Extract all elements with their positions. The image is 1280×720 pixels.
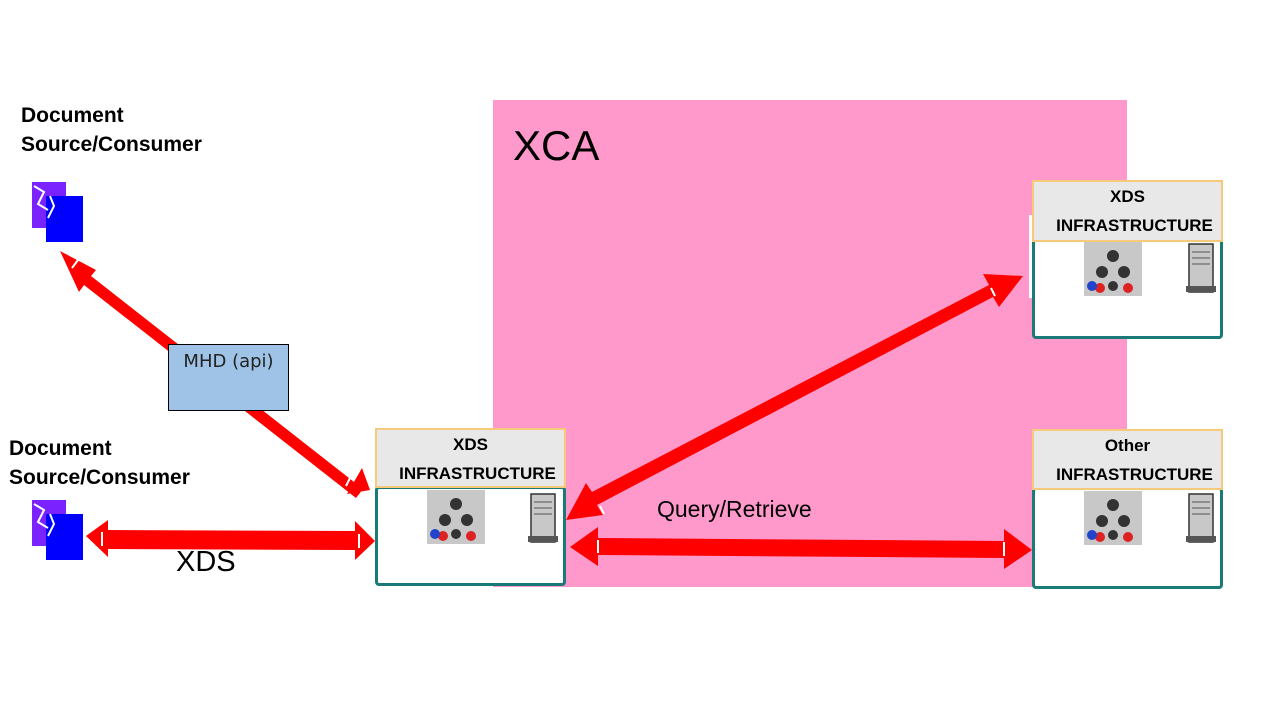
query-retrieve-label: Query/Retrieve [657,496,812,522]
xds-edge-label: XDS [176,546,236,578]
network-cluster-icon [1084,242,1142,296]
server-tower-icon [528,493,558,543]
server-tower-icon [1186,493,1216,543]
query-retrieve-arrow [570,527,1032,569]
mhd-api-label-box: MHD (api) [168,344,289,411]
mhd-api-label: MHD (api) [183,351,274,372]
infra-header-line1: XDS [1110,187,1145,206]
doc-label-line1: Document [9,437,112,460]
infra-header-line1: Other [1104,436,1151,455]
doc-label-line2: Source/Consumer [21,133,202,156]
infra-header-line2: INFRASTRUCTURE [1056,216,1213,235]
remote-xds-arrow [566,274,1023,520]
xca-label: XCA [513,122,600,169]
document-source-consumer-label-bottom: Document Source/Consumer [9,434,190,492]
infra-header-line1: XDS [453,435,488,454]
infra-header-line2: INFRASTRUCTURE [399,464,556,483]
network-cluster-icon [427,490,485,544]
document-stack-icon [32,500,83,560]
remote-xds-infrastructure-header: XDS INFRASTRUCTURE [1032,180,1223,242]
network-cluster-icon [1084,491,1142,545]
server-tower-icon [1186,243,1216,293]
infra-header-line2: INFRASTRUCTURE [1056,465,1213,484]
local-xds-infrastructure-header: XDS INFRASTRUCTURE [375,428,566,488]
document-source-consumer-label-top: Document Source/Consumer [21,101,202,159]
xca-community-region [493,100,1127,587]
doc-label-line2: Source/Consumer [9,466,190,489]
xds-arrow [86,520,375,560]
remote-other-infrastructure-header: Other INFRASTRUCTURE [1032,429,1223,490]
mhd-arrow-tip [347,468,370,494]
doc-label-line1: Document [21,104,124,127]
document-stack-icon [32,182,83,242]
